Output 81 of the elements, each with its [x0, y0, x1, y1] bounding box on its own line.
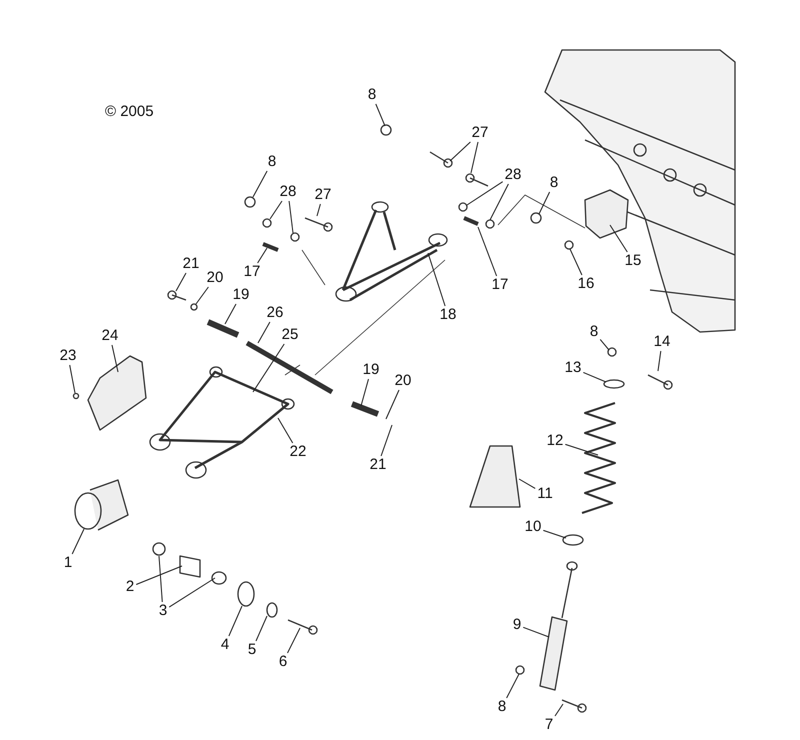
leader-line — [570, 248, 582, 276]
leader-line — [554, 704, 564, 716]
callout-number: 20 — [206, 270, 224, 286]
callout-number: 10 — [524, 519, 542, 535]
callout-number: 15 — [624, 253, 642, 269]
callout-number: 3 — [158, 603, 168, 619]
callout-number: 17 — [490, 277, 510, 293]
callout-number: 2 — [124, 579, 136, 595]
callout-number: 17 — [242, 264, 262, 280]
callout-number: 28 — [278, 184, 298, 200]
leader-line — [72, 528, 84, 554]
callout-number: 8 — [548, 175, 560, 191]
callout-number: 8 — [588, 324, 600, 340]
leader-line — [538, 192, 550, 214]
leader-line — [600, 338, 610, 350]
leader-line — [69, 364, 76, 394]
callout-number: 16 — [576, 276, 596, 292]
leader-line — [582, 372, 606, 382]
leader-line — [564, 444, 598, 456]
callout-number: 11 — [536, 486, 554, 502]
callout-number: 4 — [220, 637, 230, 653]
callout-number: 19 — [232, 287, 250, 303]
leader-line — [224, 304, 236, 324]
leader-line — [168, 578, 216, 608]
callout-number: 18 — [438, 307, 458, 323]
callout-number: 19 — [362, 362, 380, 378]
callout-number: 5 — [246, 642, 258, 658]
leader-line — [136, 566, 182, 585]
callout-number: 20 — [394, 373, 412, 389]
leader-line — [228, 606, 242, 636]
leader-line — [257, 248, 268, 264]
callout-number: 28 — [504, 167, 522, 183]
callout-number: 23 — [58, 348, 78, 364]
leader-line — [288, 200, 294, 234]
callout-number: 1 — [62, 555, 74, 571]
leader-line — [196, 286, 209, 304]
leader-line — [176, 272, 186, 292]
leader-line — [428, 252, 446, 306]
callout-number: 21 — [182, 256, 200, 272]
leader-line — [542, 530, 566, 538]
callout-number: 27 — [470, 125, 490, 141]
callout-number: 7 — [544, 717, 554, 733]
leader-line — [316, 204, 321, 216]
leader-line — [658, 350, 662, 372]
callout-number: 6 — [278, 654, 288, 670]
leader-line — [386, 390, 400, 420]
callout-number: 21 — [368, 457, 388, 473]
callout-number: 24 — [100, 328, 120, 344]
callout-number: 22 — [288, 444, 308, 460]
leader-line — [375, 104, 386, 126]
leader-line — [490, 184, 509, 220]
callout-number: 8 — [266, 154, 278, 170]
leader-line — [256, 616, 268, 642]
leader-line — [518, 478, 536, 489]
leader-line — [380, 424, 392, 456]
leader-line — [278, 418, 294, 444]
leader-line — [478, 226, 498, 276]
leader-line — [450, 142, 471, 162]
leader-line — [252, 344, 285, 392]
leader-line — [258, 322, 270, 344]
callout-number: 12 — [546, 433, 564, 449]
callout-number: 25 — [280, 327, 300, 343]
copyright-note: © 2005 — [105, 103, 154, 120]
leader-line — [158, 556, 163, 602]
callout-number: 8 — [496, 699, 508, 715]
leader-line — [287, 628, 300, 654]
leader-line — [470, 142, 478, 174]
leader-line — [522, 626, 550, 638]
callout-number: 26 — [266, 305, 284, 321]
callout-number: 8 — [366, 87, 378, 103]
leader-line — [270, 200, 282, 220]
callout-number: 9 — [512, 617, 522, 633]
leader-line — [466, 181, 504, 206]
leader-line — [506, 674, 520, 698]
leader-line — [360, 378, 369, 406]
leader-line — [252, 170, 268, 198]
leader-line — [112, 344, 118, 372]
callout-number: 14 — [652, 334, 672, 350]
callout-number: 27 — [314, 187, 332, 203]
leader-line — [610, 224, 628, 252]
callout-number: 13 — [564, 360, 582, 376]
